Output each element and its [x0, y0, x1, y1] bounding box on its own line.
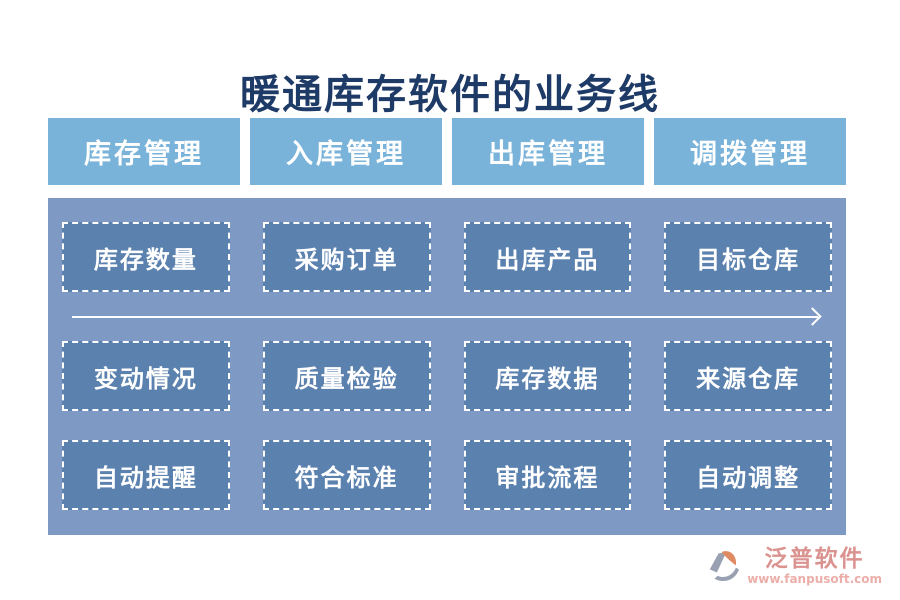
node-purchase-order: 采购订单	[262, 222, 431, 292]
header-transfer-management: 调拨管理	[654, 118, 846, 185]
header-row: 库存管理 入库管理 出库管理 调拨管理	[48, 118, 846, 185]
header-inventory-management: 库存管理	[48, 118, 240, 185]
node-row-1: 库存数量 采购订单 出库产品 目标仓库	[62, 222, 832, 292]
fanpu-logo-icon	[709, 551, 740, 582]
node-approval-process: 审批流程	[463, 440, 632, 510]
node-inventory-quantity: 库存数量	[62, 222, 230, 292]
row-spacer	[62, 411, 832, 440]
fanpu-watermark: 泛普软件 www.fanpusoft.com	[705, 546, 882, 586]
page-title: 暖通库存软件的业务线	[240, 71, 660, 118]
node-quality-inspection: 质量检验	[262, 341, 431, 411]
flow-arrow	[62, 292, 832, 341]
header-inbound-management: 入库管理	[250, 118, 442, 185]
node-change-status: 变动情况	[62, 341, 230, 411]
arrow-right-icon	[803, 306, 822, 326]
brand-text-column: 泛普软件 www.fanpusoft.com	[747, 545, 882, 587]
node-auto-reminder: 自动提醒	[62, 440, 230, 510]
business-line-panel: 库存数量 采购订单 出库产品 目标仓库 变动情况 质量检验 库存数据 来源仓库 …	[48, 198, 846, 535]
header-outbound-management: 出库管理	[452, 118, 644, 185]
arrow-line	[72, 315, 818, 318]
brand-name: 泛普软件	[764, 545, 865, 572]
node-inventory-data: 库存数据	[463, 341, 632, 411]
node-meets-standard: 符合标准	[262, 440, 431, 510]
node-source-warehouse: 来源仓库	[664, 341, 832, 411]
brand-url: www.fanpusoft.com	[747, 572, 882, 586]
node-row-2: 变动情况 质量检验 库存数据 来源仓库	[62, 341, 832, 411]
node-target-warehouse: 目标仓库	[664, 222, 832, 292]
node-row-3: 自动提醒 符合标准 审批流程 自动调整	[62, 440, 832, 510]
node-outbound-product: 出库产品	[463, 222, 632, 292]
node-auto-adjust: 自动调整	[664, 440, 832, 510]
